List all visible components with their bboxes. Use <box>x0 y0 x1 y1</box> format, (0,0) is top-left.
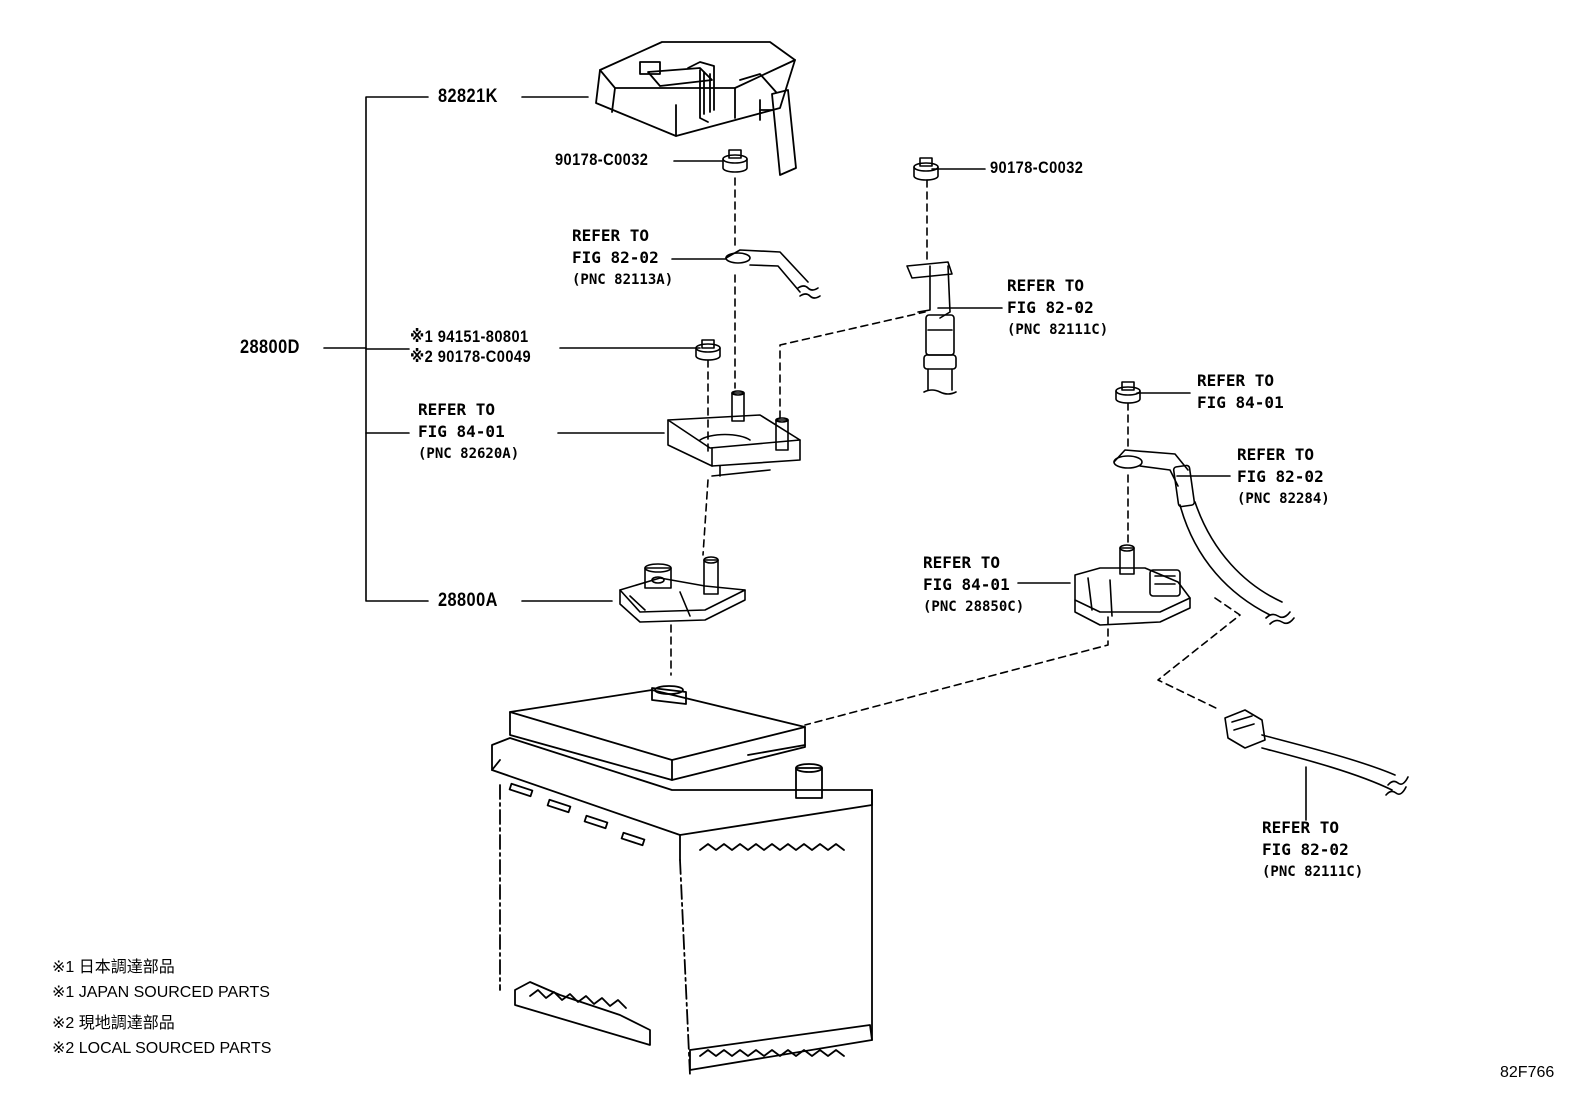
cable-terminal-82113A <box>725 249 821 299</box>
ref-callout-82111C-bottom[interactable]: REFER TO FIG 82-02 (PNC 82111C) <box>1262 817 1363 883</box>
note-2-en: ※2 LOCAL SOURCED PARTS <box>52 1040 272 1057</box>
ref-line-1: REFER TO <box>1237 445 1315 464</box>
ref-pnc: (PNC 82620A) <box>418 446 520 462</box>
ref-callout-28850C[interactable]: REFER TO FIG 84-01 (PNC 28850C) <box>923 552 1024 618</box>
note-1-jp: ※1 日本調達部品 <box>52 959 175 976</box>
part-label-28800A[interactable]: 28800A <box>438 590 498 611</box>
ref-line-1: REFER TO <box>418 400 496 419</box>
part-label-nut-option-2[interactable]: ※2 90178-C0049 <box>410 347 532 366</box>
ref-line-1: REFER TO <box>923 553 1001 572</box>
assembly-dashed-lines <box>670 177 1241 726</box>
ref-callout-82111C-top[interactable]: REFER TO FIG 82-02 (PNC 82111C) <box>1007 275 1108 341</box>
ref-line-2: FIG 84-01 <box>923 575 1010 594</box>
bolt-90178-C0032-right <box>913 157 939 181</box>
ref-line-1: REFER TO <box>1007 276 1085 295</box>
cable-82111C-top <box>906 261 957 395</box>
ref-pnc: (PNC 82113A) <box>572 272 674 288</box>
part-label-nut-option-1[interactable]: ※1 94151-80801 <box>410 327 529 346</box>
ref-callout-82284[interactable]: REFER TO FIG 82-02 (PNC 82284) <box>1237 444 1330 510</box>
ref-line-2: FIG 84-01 <box>1197 393 1284 412</box>
footnotes: ※1 日本調達部品 ※1 JAPAN SOURCED PARTS ※2 現地調達… <box>52 955 271 1061</box>
note-2-jp: ※2 現地調達部品 <box>52 1015 175 1032</box>
ref-line-2: FIG 82-02 <box>572 248 659 267</box>
note-1-en: ※1 JAPAN SOURCED PARTS <box>52 984 270 1001</box>
ref-callout-82113A[interactable]: REFER TO FIG 82-02 (PNC 82113A) <box>572 225 673 291</box>
terminal-cover-82821K <box>595 41 797 176</box>
ref-callout-82620A[interactable]: REFER TO FIG 84-01 (PNC 82620A) <box>418 399 519 465</box>
bolt-fig-84-01 <box>1115 381 1141 404</box>
ref-line-2: FIG 82-02 <box>1237 467 1324 486</box>
ref-line-1: REFER TO <box>1197 371 1275 390</box>
sensor-28850C <box>1074 544 1191 626</box>
ref-line-2: FIG 84-01 <box>418 422 505 441</box>
ref-callout-fig-84-01-bolt[interactable]: REFER TO FIG 84-01 <box>1197 370 1284 414</box>
nut-94151-80801 <box>695 339 721 361</box>
ref-line-2: FIG 82-02 <box>1007 298 1094 317</box>
battery <box>491 685 873 1076</box>
ref-line-1: REFER TO <box>572 226 650 245</box>
part-label-82821K[interactable]: 82821K <box>438 86 498 107</box>
ref-pnc: (PNC 28850C) <box>923 599 1025 615</box>
ref-pnc: (PNC 82284) <box>1237 491 1330 507</box>
part-label-28800D[interactable]: 28800D <box>240 337 300 358</box>
terminal-clamp-28800A <box>619 556 746 623</box>
bolt-90178-C0032-top <box>722 149 748 173</box>
part-label-bolt-top[interactable]: 90178-C0032 <box>555 150 649 169</box>
part-label-bolt-right[interactable]: 90178-C0032 <box>990 158 1084 177</box>
leader-lines <box>521 96 1307 821</box>
cable-82111C-bottom <box>1224 709 1409 796</box>
ref-pnc: (PNC 82111C) <box>1262 864 1364 880</box>
figure-code: 82F766 <box>1500 1064 1555 1081</box>
ref-pnc: (PNC 82111C) <box>1007 322 1109 338</box>
assembly-bracket-28800D <box>323 96 429 602</box>
cable-82284 <box>1113 449 1295 625</box>
ref-line-2: FIG 82-02 <box>1262 840 1349 859</box>
bracket-82620A <box>667 390 801 477</box>
ref-line-1: REFER TO <box>1262 818 1340 837</box>
